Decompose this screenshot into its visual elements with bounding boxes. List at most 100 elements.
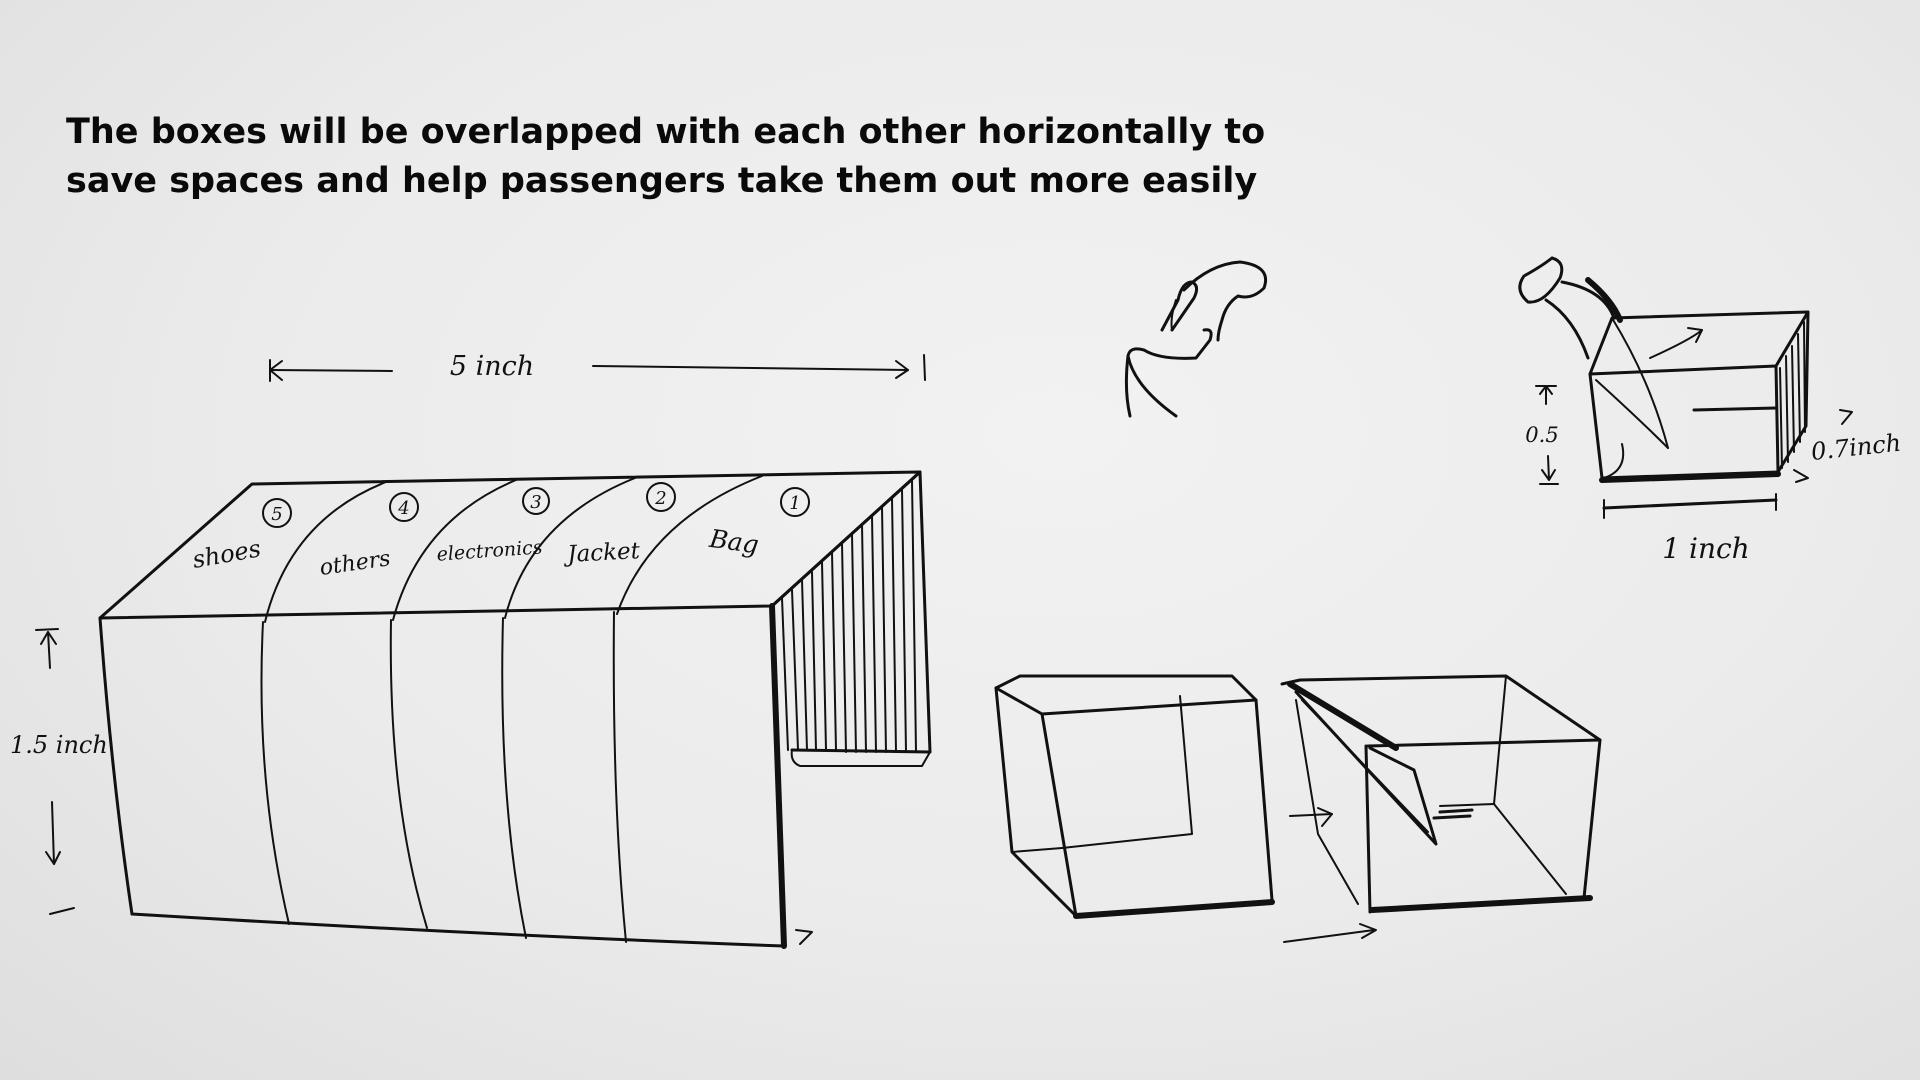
arrow-icon (1317, 807, 1333, 827)
arrow-icon (895, 360, 909, 379)
handle-arm-top (1560, 280, 1616, 320)
handle-bar (1160, 280, 1199, 332)
right-box-inner-base (1439, 803, 1495, 807)
box-inner-arrow (1649, 329, 1703, 359)
left-box-front-left (1040, 712, 1078, 918)
handle-upper (1182, 260, 1267, 342)
right-box-bottom (1369, 895, 1593, 913)
right-box-inner-marks (1432, 808, 1474, 820)
side-face-bottom (790, 749, 931, 767)
handle-ring (1518, 256, 1564, 304)
box-icon (994, 674, 1275, 919)
single-box-sketch: 0.5 0.7inch 1 inch (1518, 256, 1903, 565)
organizer-sketch: 5 inch 5 4 3 2 (10, 351, 932, 949)
arrow-icon (1359, 923, 1377, 939)
top-divider-3 (504, 477, 636, 619)
front-divider-3 (501, 617, 527, 939)
width-label: 5 inch (450, 351, 534, 382)
caption-line-2: save spaces and help passengers take the… (66, 161, 1258, 201)
box-width-label: 1 inch (1662, 532, 1749, 565)
number-circle (646, 482, 676, 512)
box-inner-fold-2 (1595, 379, 1669, 449)
front-edge-left (98, 616, 134, 916)
height-label: 1.5 inch (10, 731, 108, 759)
arrow-icon (1839, 409, 1853, 425)
compartment-number-2: 2 (646, 482, 676, 512)
front-divider-1 (260, 621, 290, 925)
right-box-front-left (1364, 744, 1372, 914)
number-text: 2 (654, 488, 666, 509)
box-side-hatching (1779, 321, 1806, 469)
left-box-left-edges (994, 686, 1078, 918)
right-box-back-left (1295, 699, 1359, 905)
front-edge-bottom (130, 912, 786, 948)
box-inner-line (1692, 406, 1778, 412)
handle-icon (1124, 260, 1267, 418)
left-box-bottom (1073, 899, 1275, 919)
compartment-label-bag: Bag (707, 524, 761, 560)
handle-stem-left (1124, 354, 1132, 418)
number-circle (780, 487, 810, 517)
arrow-icon (1535, 385, 1557, 405)
caption-line-1: The boxes will be overlapped with each o… (66, 112, 1266, 152)
number-circle (389, 492, 419, 522)
compartment-label-jacket: Jacket (563, 538, 642, 568)
compartment-label-shoes: shoes (190, 534, 263, 574)
number-text: 5 (271, 504, 282, 525)
arrow-icon (45, 851, 61, 865)
compartment-number-3: 3 (522, 487, 550, 515)
side-face (770, 470, 932, 754)
arrow-icon (1687, 327, 1703, 343)
box-front-face (1588, 364, 1780, 480)
top-divider-4 (616, 475, 763, 615)
number-text: 3 (530, 492, 541, 513)
handle-arm-bottom (1544, 298, 1590, 360)
corner-mark (795, 929, 813, 945)
width-arrow-left (269, 369, 393, 372)
caption: The boxes will be overlapped with each o… (66, 108, 1366, 206)
arrow-icon (40, 631, 57, 645)
arrow-icon (1283, 929, 1375, 943)
width-dimension: 5 inch (269, 351, 926, 382)
box-front-bottom (1599, 471, 1781, 483)
box-inner-corner (1603, 443, 1625, 479)
left-box-top (994, 674, 1258, 716)
box-inner-fold-1 (1611, 317, 1669, 449)
height-tick-top (35, 628, 59, 631)
compartment-number-1: 1 (780, 487, 810, 517)
height-tick-bottom (49, 907, 75, 915)
width-tick-right (923, 354, 926, 381)
box-depth-label: 0.7inch (1810, 429, 1903, 466)
right-box-flap-edge (1287, 681, 1399, 751)
left-box-inner-base (1011, 847, 1063, 853)
compartment-label-electronics: electronics (436, 536, 544, 565)
height-arrow-up (47, 631, 51, 669)
top-divider-1 (264, 481, 387, 623)
compartment-number-5: 5 (262, 498, 292, 528)
height-dimension: 1.5 inch (10, 628, 108, 915)
right-box-front-right (1582, 738, 1602, 900)
side-face-hatching (781, 479, 917, 753)
arrow-icon (1289, 813, 1333, 817)
box-width-ticks (1603, 493, 1777, 519)
number-circle (522, 487, 550, 515)
handle-joint (1170, 299, 1177, 331)
number-text: 1 (789, 493, 800, 514)
arrow-icon (1539, 455, 1559, 485)
box-height-label: 0.5 (1525, 423, 1558, 447)
front-divider-4 (612, 611, 627, 943)
box-icon (1280, 674, 1602, 943)
left-box-front-right (1254, 698, 1274, 902)
number-text: 4 (397, 498, 409, 519)
front-edge-right (769, 603, 787, 949)
left-box-inner (1061, 695, 1193, 849)
front-divider-2 (389, 619, 428, 929)
height-arrow-down (51, 801, 55, 865)
top-divider-2 (392, 479, 517, 621)
handle-lower (1126, 328, 1213, 418)
compartment-number-4: 4 (389, 492, 419, 522)
width-arrow-right (592, 365, 909, 371)
box-width-line (1602, 498, 1778, 510)
